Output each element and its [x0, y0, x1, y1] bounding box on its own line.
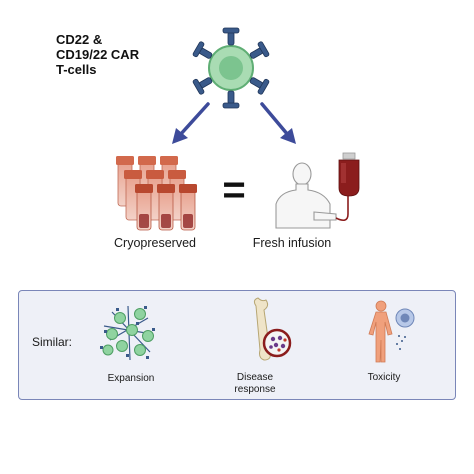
title-line-1: CD22 & — [56, 32, 103, 47]
title-line-2: CD19/22 CAR — [56, 47, 140, 62]
toxicity-label: Toxicity — [367, 372, 401, 383]
expansion-label: Expansion — [107, 373, 155, 384]
title-line-3: T-cells — [56, 62, 97, 77]
cryopreserved-label: Cryopreserved — [114, 236, 196, 250]
fresh-infusion-label: Fresh infusion — [252, 236, 332, 250]
panel-heading: Similar: — [32, 335, 73, 349]
disease-response-label-line1: Disease — [236, 372, 274, 383]
equals-sign: = — [222, 168, 246, 212]
disease-response-label-line2: response — [234, 384, 276, 395]
